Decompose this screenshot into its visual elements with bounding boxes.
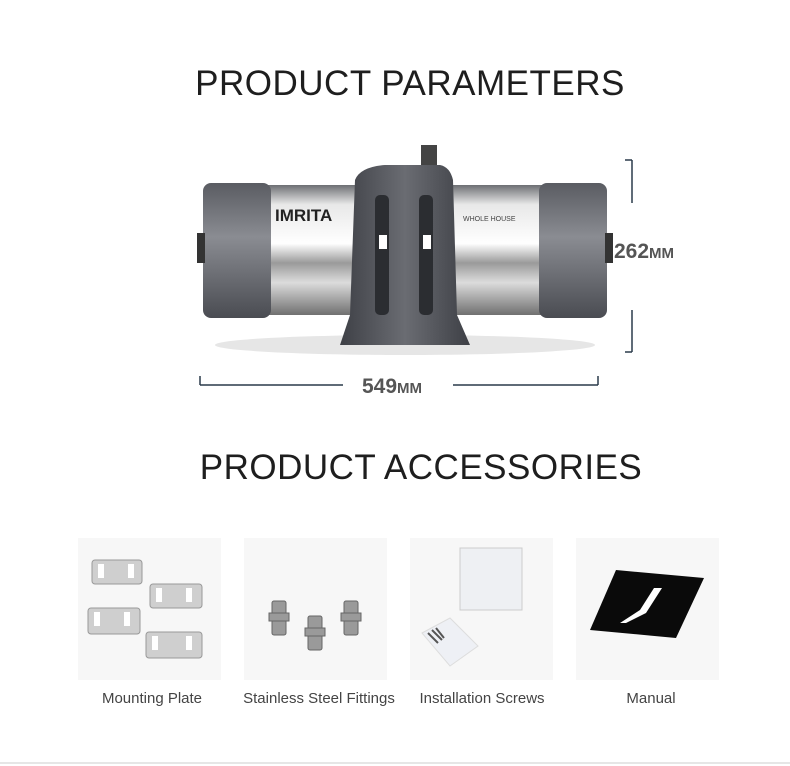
accessory-card-manual [576, 538, 719, 680]
width-value: 549 [362, 375, 398, 398]
section-title-parameters: PRODUCT PARAMETERS [195, 64, 625, 103]
product-badge: WHOLE HOUSE [463, 216, 516, 223]
width-dimension-line [199, 376, 599, 386]
height-dimension: 262MM [614, 240, 674, 264]
accessory-label: Mounting Plate [101, 690, 203, 707]
accessory-card-fittings [244, 538, 387, 680]
accessory-label: Stainless Steel Fittings [243, 690, 395, 707]
accessory-label: Manual [626, 690, 676, 707]
accessory-card-mounting-plate [78, 538, 221, 680]
height-unit: MM [649, 245, 675, 262]
accessory-card-screws [410, 538, 553, 680]
accessory-label: Installation Screws [419, 690, 545, 707]
product-logo: IMRITA [275, 206, 332, 225]
divider [0, 762, 790, 764]
product-image: IMRITA WHOLE HOUSE [197, 145, 613, 355]
manual-image [590, 570, 704, 638]
screws-image [421, 547, 523, 667]
height-dimension-line [625, 159, 633, 353]
fittings-image [268, 600, 362, 651]
height-value: 262 [614, 240, 650, 263]
mounting-plate-image [87, 559, 203, 659]
width-dimension: 549MM [362, 375, 422, 399]
width-unit: MM [397, 380, 423, 397]
section-title-accessories: PRODUCT ACCESSORIES [199, 448, 643, 487]
